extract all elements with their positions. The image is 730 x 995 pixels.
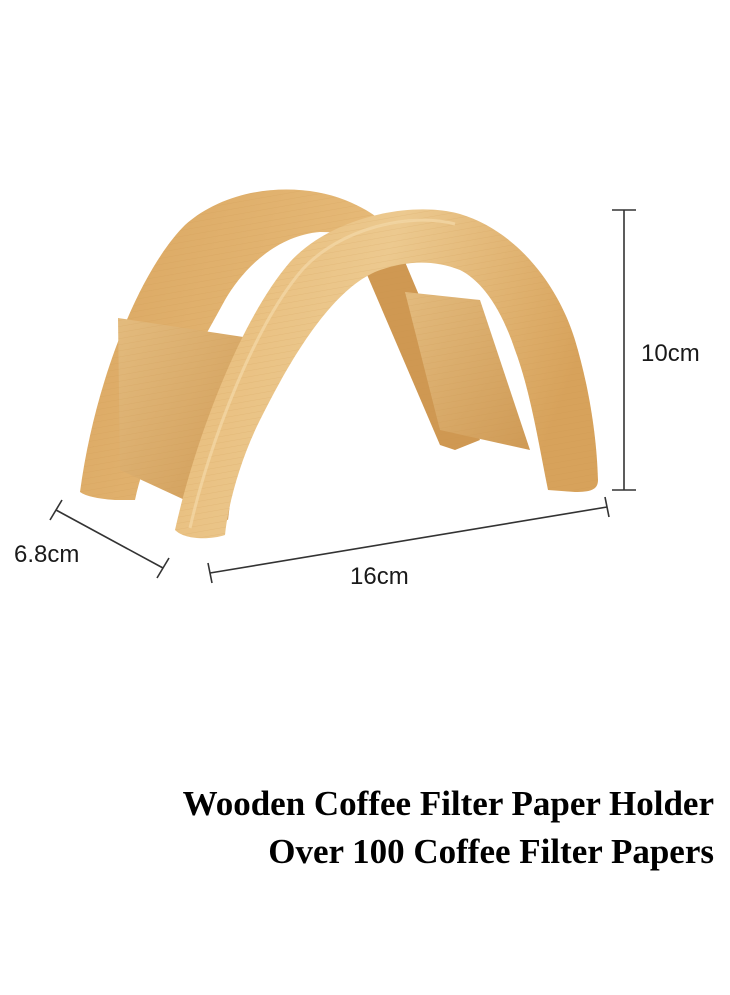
depth-dimension-line <box>49 499 170 579</box>
filter-holder-illustration <box>49 189 636 584</box>
width-dimension-line <box>207 496 610 584</box>
depth-label: 6.8cm <box>14 541 80 568</box>
caption-subtitle: Over 100 Coffee Filter Papers <box>268 832 714 871</box>
right-connector-panel <box>405 292 530 450</box>
height-label: 10cm <box>641 340 700 367</box>
caption-title: Wooden Coffee Filter Paper Holder <box>182 784 714 823</box>
height-dimension-line <box>612 209 636 491</box>
width-label: 16cm <box>350 563 409 590</box>
product-caption: Wooden Coffee Filter Paper Holder Over 1… <box>183 780 714 876</box>
front-arch <box>175 209 598 539</box>
